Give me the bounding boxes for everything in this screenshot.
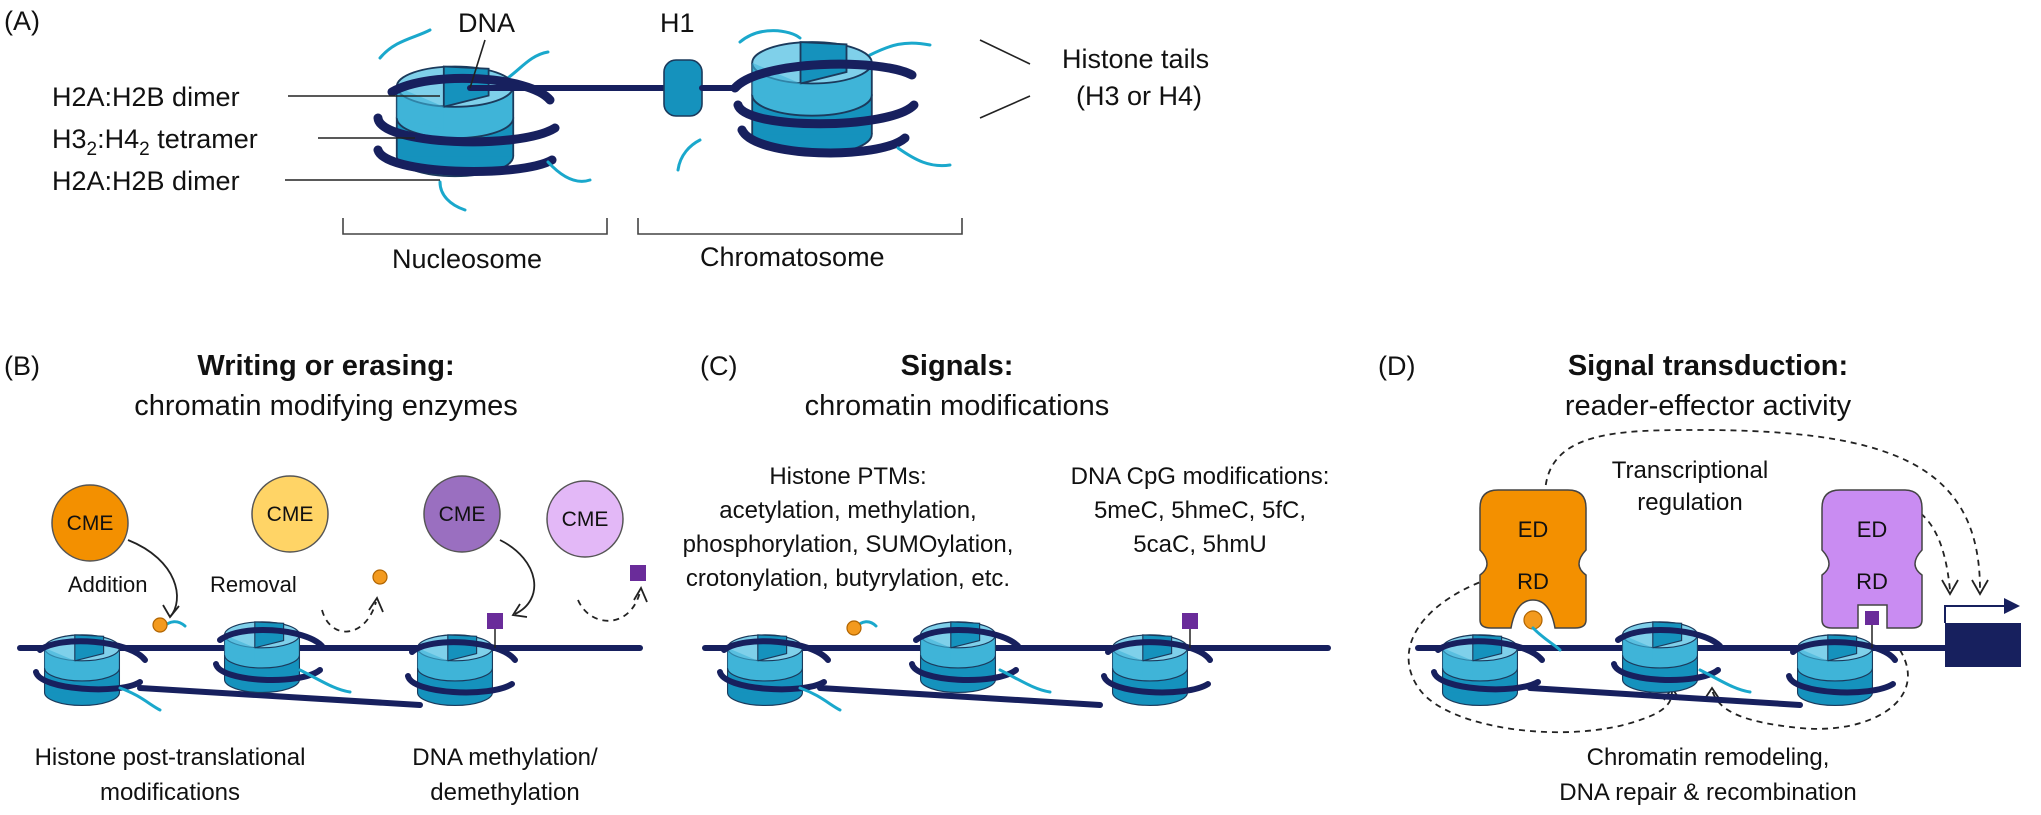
remodeling-arrow-right [1711, 649, 1909, 730]
svg-text:CME: CME [67, 512, 114, 535]
panel-b-title: Writing or erasing: [197, 350, 454, 382]
nucleosome-label: Nucleosome [392, 244, 542, 274]
panel-b-chromatin [17, 613, 643, 712]
chromatosome-bracket [637, 218, 963, 235]
svg-text:ED: ED [1857, 517, 1888, 542]
svg-text:ED: ED [1518, 517, 1549, 542]
panel-c-chromatin [702, 613, 1331, 712]
demethylation-arrow [577, 591, 641, 622]
svg-text:RD: RD [1517, 569, 1549, 594]
panel-d-chromatin [1415, 621, 1963, 708]
tails-label-1: Histone tails [1062, 44, 1209, 74]
panel-b-subtitle: chromatin modifying enzymes [134, 390, 518, 422]
dna-methylation-label-2: demethylation [430, 779, 579, 806]
remodeling-arrow-left [1407, 574, 1673, 734]
dna-label: DNA [458, 8, 515, 38]
panel-label-a: (A) [4, 6, 40, 36]
cpg-line-3: 5caC, 5hmU [1133, 531, 1266, 558]
chromatosome-label: Chromatosome [700, 242, 885, 272]
transcription-label-2: regulation [1637, 489, 1742, 516]
reader-effector-orange: ED RD [1479, 489, 1587, 630]
h1-label: H1 [660, 8, 695, 38]
panel-c-subtitle: chromatin modifications [805, 390, 1110, 422]
tetramer-label: H32:H42 tetramer [52, 124, 258, 160]
cme-yellow: CME [251, 475, 329, 553]
cpg-line-1: DNA CpG modifications: [1071, 463, 1330, 490]
gene-promoter [1944, 598, 2021, 667]
histone-ptm-label-2: modifications [100, 779, 240, 806]
dimer-top-label: H2A:H2B dimer [52, 82, 240, 112]
cpg-line-2: 5meC, 5hmeC, 5fC, [1094, 497, 1306, 524]
ptm-line-2: acetylation, methylation, [719, 497, 976, 524]
removal-label: Removal [210, 572, 297, 597]
tails-label-2: (H3 or H4) [1076, 81, 1202, 111]
h1-histone [663, 59, 703, 117]
removed-methyl-mark [630, 565, 646, 581]
ptm-line-3: phosphorylation, SUMOylation, [683, 531, 1014, 558]
reader-effector-violet: ED RD [1821, 489, 1923, 629]
svg-text:CME: CME [267, 503, 314, 526]
removal-arrow [321, 601, 377, 633]
panel-a-chromatosome [663, 29, 952, 172]
panel-d-title: Signal transduction: [1568, 350, 1848, 382]
transcription-arrow-long [1544, 429, 1981, 591]
ptm-line-4: crotonylation, butyrylation, etc. [686, 565, 1010, 592]
cme-purple: CME [423, 475, 501, 553]
gene-body [1945, 623, 2021, 667]
dna-methylation-label-1: DNA methylation/ [412, 744, 598, 771]
nucleosome-bracket [342, 218, 608, 235]
dimer-bottom-label: H2A:H2B dimer [52, 166, 240, 196]
cme-orange: CME [51, 484, 129, 562]
svg-text:CME: CME [439, 503, 486, 526]
tss-arrow-icon [2004, 598, 2020, 614]
removed-acetyl-mark [372, 569, 388, 585]
cme-lavender: CME [546, 480, 624, 558]
remodeling-label-2: DNA repair & recombination [1559, 779, 1856, 806]
svg-text:RD: RD [1856, 569, 1888, 594]
histone-ptm-label-1: Histone post-translational [35, 744, 306, 771]
ptm-line-1: Histone PTMs: [769, 463, 926, 490]
addition-label: Addition [68, 572, 148, 597]
remodeling-label-1: Chromatin remodeling, [1587, 744, 1830, 771]
methylation-arrow [499, 539, 536, 615]
transcription-label-1: Transcriptional [1612, 457, 1769, 484]
panel-d-subtitle: reader-effector activity [1565, 390, 1852, 422]
panel-label-c: (C) [700, 351, 737, 381]
panel-a-nucleosome [373, 28, 668, 212]
svg-text:CME: CME [562, 508, 609, 531]
panel-label-d: (D) [1378, 351, 1415, 381]
panel-label-b: (B) [4, 351, 40, 381]
panel-c-title: Signals: [901, 350, 1014, 382]
